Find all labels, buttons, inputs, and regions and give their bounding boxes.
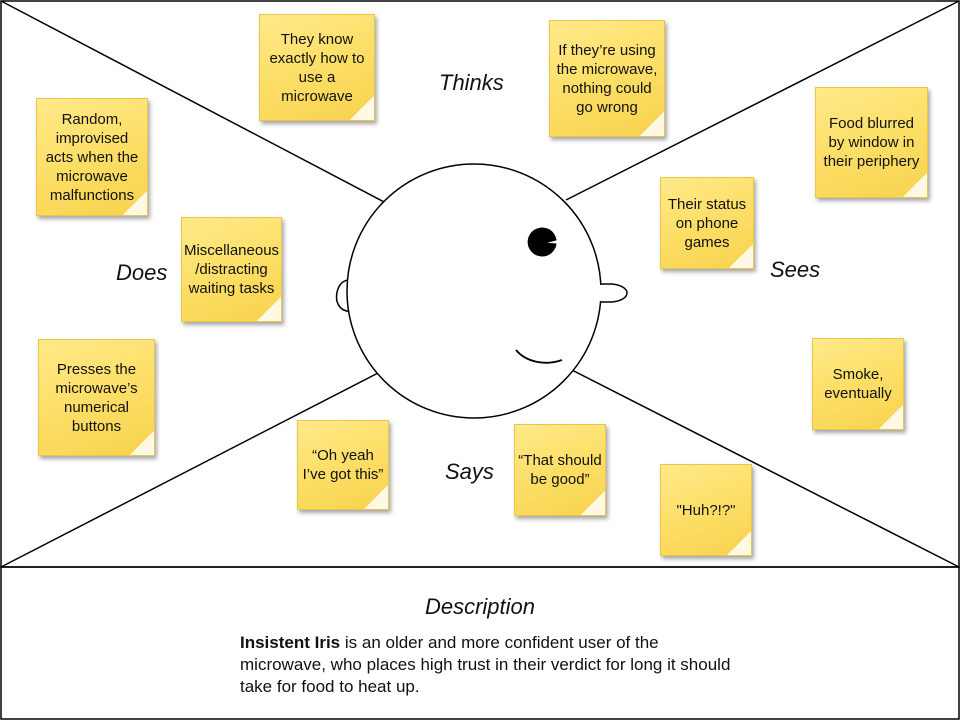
- note-text: “Oh yeah I’ve got this”: [302, 447, 384, 483]
- person-head: [335, 163, 628, 419]
- divider-bottom-right: [567, 367, 960, 568]
- sticky-note-says-3: "Huh?!?": [660, 464, 752, 556]
- sticky-note-does-1: Random, improvised acts when the microwa…: [36, 98, 148, 216]
- eye: [527, 227, 557, 257]
- note-text: Food blurred by window in their peripher…: [823, 115, 920, 170]
- label-does: Does: [116, 260, 168, 285]
- note-text: Random, improvised acts when the microwa…: [45, 110, 139, 204]
- note-text: Presses the microwave’s numerical button…: [55, 360, 138, 435]
- divider-top-left: [0, 0, 389, 205]
- sticky-note-does-2: Miscellaneous /distracting waiting tasks: [181, 217, 282, 322]
- sticky-note-does-3: Presses the microwave’s numerical button…: [38, 339, 155, 456]
- description-title: Description: [424, 594, 536, 619]
- head-circle: [346, 163, 602, 419]
- note-text: Miscellaneous /distracting waiting tasks: [183, 242, 280, 297]
- label-says: Says: [445, 459, 494, 484]
- sticky-note-sees-1: Food blurred by window in their peripher…: [815, 87, 928, 198]
- sticky-note-thinks-1: They know exactly how to use a microwave: [259, 14, 375, 121]
- note-text: If they’re using the microwave, nothing …: [556, 41, 658, 116]
- description-frame: [0, 566, 960, 720]
- label-sees: Sees: [770, 257, 821, 282]
- divider-top-right: [565, 0, 960, 201]
- note-text: They know exactly how to use a microwave: [269, 30, 365, 105]
- sticky-note-says-1: “Oh yeah I’ve got this”: [297, 420, 389, 510]
- mouth: [515, 349, 563, 364]
- sticky-note-sees-2: Their status on phone games: [660, 177, 754, 269]
- persona-name: Insistent Iris: [240, 633, 341, 652]
- note-text: Smoke, eventually: [824, 366, 892, 402]
- sticky-note-says-2: “That should be good”: [514, 424, 606, 516]
- sticky-note-thinks-2: If they’re using the microwave, nothing …: [549, 20, 665, 137]
- description-body: Insistent Iris is an older and more conf…: [240, 632, 740, 698]
- label-thinks: Thinks: [439, 70, 504, 95]
- note-text: “That should be good”: [518, 452, 602, 488]
- note-text: Their status on phone games: [667, 195, 747, 251]
- sticky-note-sees-3: Smoke, eventually: [812, 338, 904, 430]
- divider-bottom-left: [0, 371, 381, 568]
- note-text: "Huh?!?": [676, 501, 736, 519]
- description-text: is an older and more confident user of t…: [240, 633, 731, 696]
